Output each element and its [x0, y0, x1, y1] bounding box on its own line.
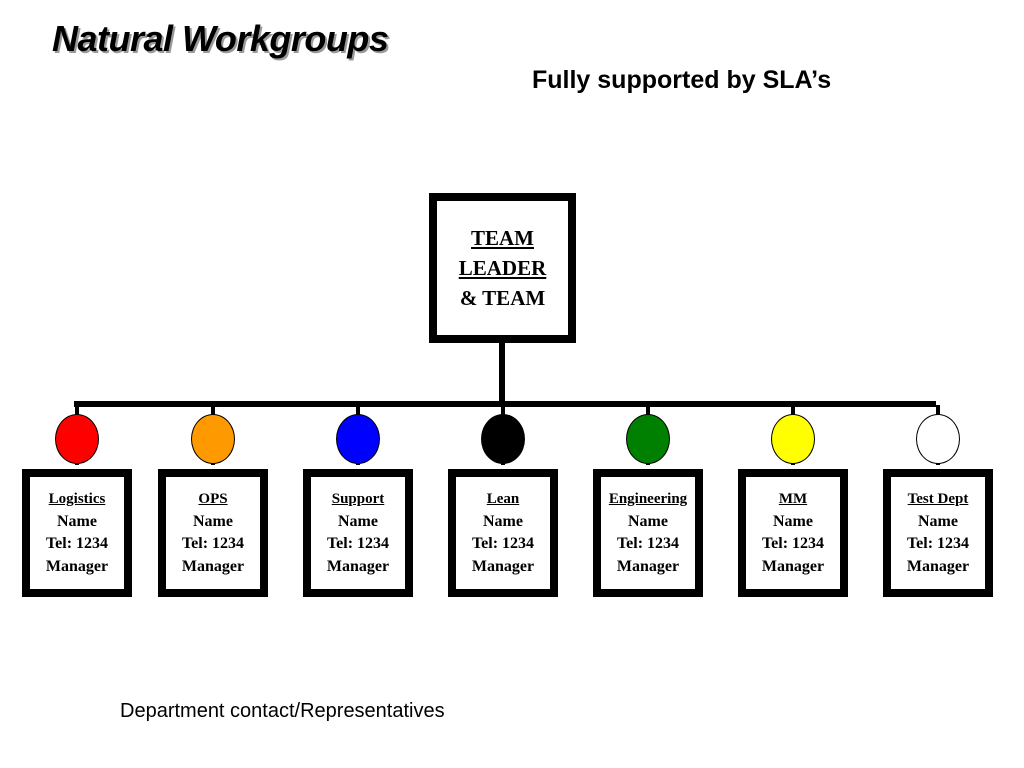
department-role: Manager	[181, 557, 245, 575]
department-contact: Name	[193, 512, 233, 530]
department-role: Manager	[761, 557, 825, 575]
team-leader-box: TEAM LEADER & TEAM	[429, 193, 576, 343]
department-color-marker	[626, 414, 670, 464]
leader-connector	[499, 343, 505, 403]
footer-caption: Department contact/Representatives	[120, 700, 445, 722]
department-color-marker	[336, 414, 380, 464]
leader-line-2: LEADER	[458, 256, 547, 280]
department-contact: Name	[628, 512, 668, 530]
department-color-marker	[55, 414, 99, 464]
department-card: Lean Name Tel: 1234 Manager	[448, 469, 558, 597]
department-tel: Tel: 1234	[616, 535, 680, 552]
department-color-marker	[771, 414, 815, 464]
department-card: Support Name Tel: 1234 Manager	[303, 469, 413, 597]
department-tel: Tel: 1234	[761, 535, 825, 552]
department-tel: Tel: 1234	[471, 535, 535, 552]
department-tel: Tel: 1234	[906, 535, 970, 552]
department-role: Manager	[471, 557, 535, 575]
department-contact: Name	[918, 512, 958, 530]
department-name: Engineering	[608, 491, 688, 507]
department-name: Test Dept	[907, 491, 969, 507]
department-card: Logistics Name Tel: 1234 Manager	[22, 469, 132, 597]
department-name: MM	[778, 491, 808, 507]
department-tel: Tel: 1234	[326, 535, 390, 552]
department-name: Logistics	[48, 491, 106, 507]
department-color-marker	[916, 414, 960, 464]
department-contact: Name	[57, 512, 97, 530]
department-color-marker	[191, 414, 235, 464]
slide-title: Natural Workgroups	[52, 18, 389, 59]
department-tel: Tel: 1234	[45, 535, 109, 552]
department-role: Manager	[45, 557, 109, 575]
department-name: OPS	[198, 491, 228, 507]
department-role: Manager	[326, 557, 390, 575]
department-card: Test Dept Name Tel: 1234 Manager	[883, 469, 993, 597]
department-card: OPS Name Tel: 1234 Manager	[158, 469, 268, 597]
department-contact: Name	[483, 512, 523, 530]
department-role: Manager	[616, 557, 680, 575]
department-contact: Name	[773, 512, 813, 530]
department-role: Manager	[906, 557, 970, 575]
department-bus-line	[74, 401, 936, 407]
department-name: Support	[331, 491, 385, 507]
department-card: Engineering Name Tel: 1234 Manager	[593, 469, 703, 597]
department-tel: Tel: 1234	[181, 535, 245, 552]
department-contact: Name	[338, 512, 378, 530]
leader-line-1: TEAM	[471, 226, 534, 250]
slide-subtitle: Fully supported by SLA’s	[532, 66, 832, 94]
department-name: Lean	[486, 491, 520, 507]
leader-line-3: & TEAM	[459, 286, 546, 310]
department-card: MM Name Tel: 1234 Manager	[738, 469, 848, 597]
department-color-marker	[481, 414, 525, 464]
